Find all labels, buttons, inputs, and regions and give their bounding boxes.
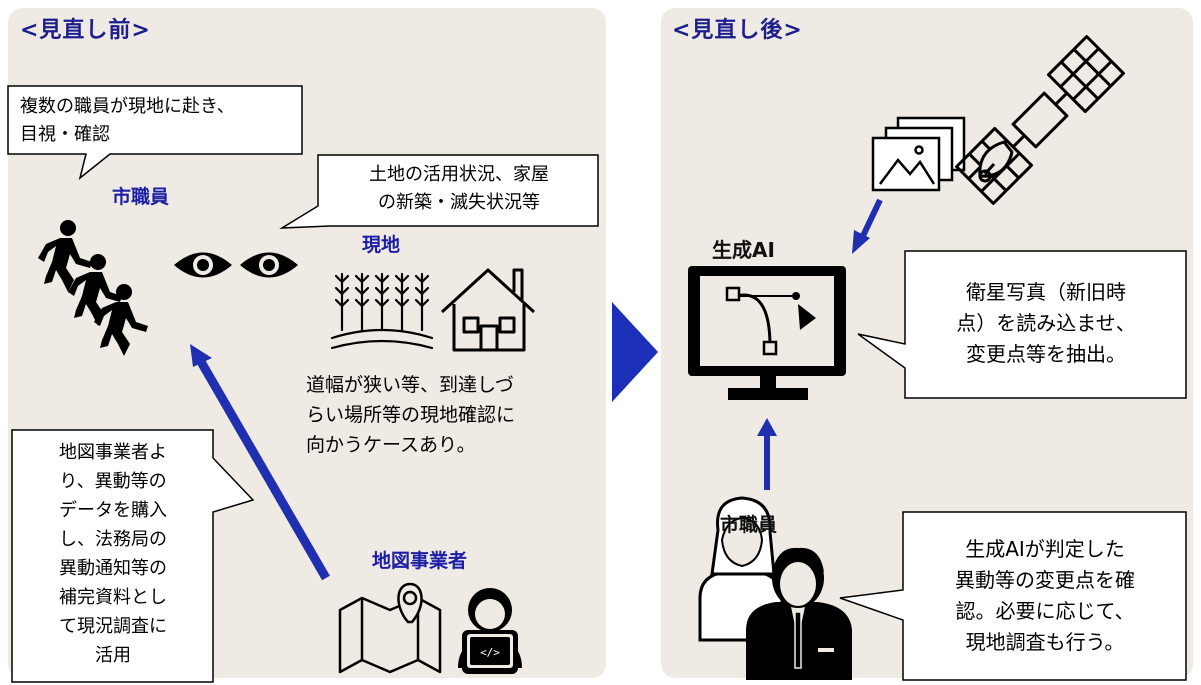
- callout-after-staff-line-1: 生成AIが判定した: [965, 537, 1125, 561]
- callout-vendor-line-3: データを購入: [59, 500, 167, 521]
- map-pin-icon: [338, 582, 442, 674]
- monitor-vector-icon: [688, 266, 846, 400]
- callout-site-bubble: [279, 154, 599, 229]
- site-note-line-1: 道幅が狭い等、到達しづ: [306, 374, 514, 396]
- after-staff-label: 市職員: [720, 514, 778, 536]
- svg-text:</>: </>: [480, 646, 500, 659]
- programmer-icon: </>: [458, 588, 522, 674]
- site-note-line-2: らい場所等の現地確認に: [306, 404, 516, 426]
- transition-arrow: [612, 302, 658, 402]
- callout-staff-line-2: 目視・確認: [20, 124, 110, 145]
- before-staff-label: 市職員: [112, 186, 170, 208]
- callout-vendor-line-2: り、異動等の: [59, 471, 167, 492]
- vendor-to-staff-arrow: [190, 344, 330, 581]
- callout-vendor-bubble: [11, 429, 255, 683]
- callout-after-staff-line-3: 認。必要に応じて、: [955, 599, 1135, 623]
- callout-vendor-text: 地図事業者よ り、異動等の データを購入 し、法務局の 異動通知等の 補完資料と…: [16, 438, 210, 670]
- callout-ai-line-3: 変更点等を抽出。: [966, 342, 1126, 366]
- office-workers-icon: [698, 496, 852, 680]
- callout-ai-line-1: 衛星写真（新旧時: [966, 280, 1126, 304]
- callout-ai-line-2: 点）を読み込ませ、: [956, 311, 1136, 335]
- callout-ai-bubble: [857, 250, 1187, 399]
- callout-after-staff-text: 生成AIが判定した 異動等の変更点を確 認。必要に応じて、 現地調査も行う。: [908, 534, 1182, 658]
- callout-vendor-line-1: 地図事業者よ: [59, 442, 167, 463]
- panel-before-title: <見直し前>: [20, 18, 151, 43]
- ai-label: 生成AI: [712, 238, 775, 262]
- callout-after-staff-line-2: 異動等の変更点を確: [955, 568, 1135, 592]
- callout-staff-line-1: 複数の職員が現地に赴き、: [20, 96, 235, 117]
- panel-after-title: <見直し後>: [672, 18, 803, 43]
- site-note-line-3: 向かうケースあり。: [306, 434, 476, 456]
- callout-site-text: 土地の活用状況、家屋 の新築・滅失状況等: [326, 161, 592, 217]
- callout-vendor-line-4: し、法務局の: [59, 529, 167, 550]
- callout-site-line-1: 土地の活用状況、家屋: [369, 164, 549, 185]
- site-label: 現地: [362, 234, 401, 256]
- callout-ai-text: 衛星写真（新旧時 点）を読み込ませ、 変更点等を抽出。: [910, 277, 1182, 370]
- callout-site-line-2: の新築・滅失状況等: [378, 192, 540, 213]
- eyes-icon: [174, 252, 298, 278]
- vendor-label: 地図事業者: [372, 550, 468, 572]
- satellite-icon: [955, 35, 1125, 205]
- satellite-to-ai-arrow: [852, 198, 883, 254]
- staff-to-ai-arrow: [757, 418, 777, 490]
- callout-after-staff-line-4: 現地調査も行う。: [965, 630, 1125, 654]
- callout-staff-bubble: [7, 85, 303, 180]
- photos-icon: [871, 116, 966, 192]
- callout-vendor-line-5: 異動通知等の: [59, 558, 167, 579]
- callout-vendor-line-7: て現況調査に: [59, 616, 167, 637]
- callout-vendor-line-8: 活用: [95, 645, 131, 666]
- callout-vendor-line-6: 補完資料とし: [59, 587, 167, 608]
- callout-staff-text: 複数の職員が現地に赴き、 目視・確認: [20, 93, 235, 149]
- callout-after-staff-bubble: [839, 511, 1187, 681]
- running-people-icon: [38, 220, 148, 356]
- site-note: 道幅が狭い等、到達しづ らい場所等の現地確認に 向かうケースあり。: [306, 370, 515, 460]
- house-icon: [440, 268, 536, 352]
- wheat-field-icon: [330, 272, 434, 350]
